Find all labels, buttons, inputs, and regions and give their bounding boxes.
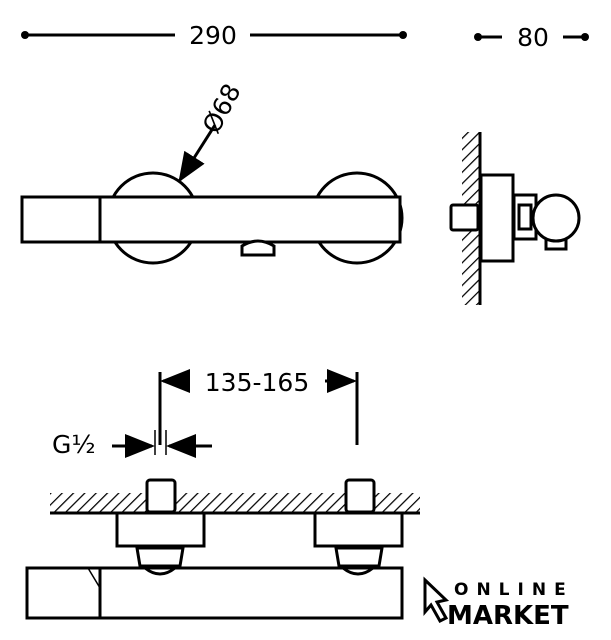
dimension-80: 80	[474, 23, 589, 52]
front-view	[20, 124, 404, 265]
dimension-thread	[112, 430, 212, 458]
dimension-290: 290	[21, 21, 407, 50]
logo-line2: MARKET	[447, 601, 569, 631]
cursor-icon	[423, 576, 450, 623]
center-distance-label: 135-165	[205, 368, 309, 397]
side-view	[449, 132, 581, 305]
thread-label: G½	[52, 430, 96, 459]
online-market-logo: ONLINE MARKET	[423, 576, 574, 631]
top-view	[25, 478, 420, 620]
dimension-290-label: 290	[189, 21, 237, 50]
dimension-80-label: 80	[517, 23, 549, 52]
logo-line1: ONLINE	[454, 580, 574, 600]
dimension-center-distance: 135-165	[158, 368, 359, 445]
